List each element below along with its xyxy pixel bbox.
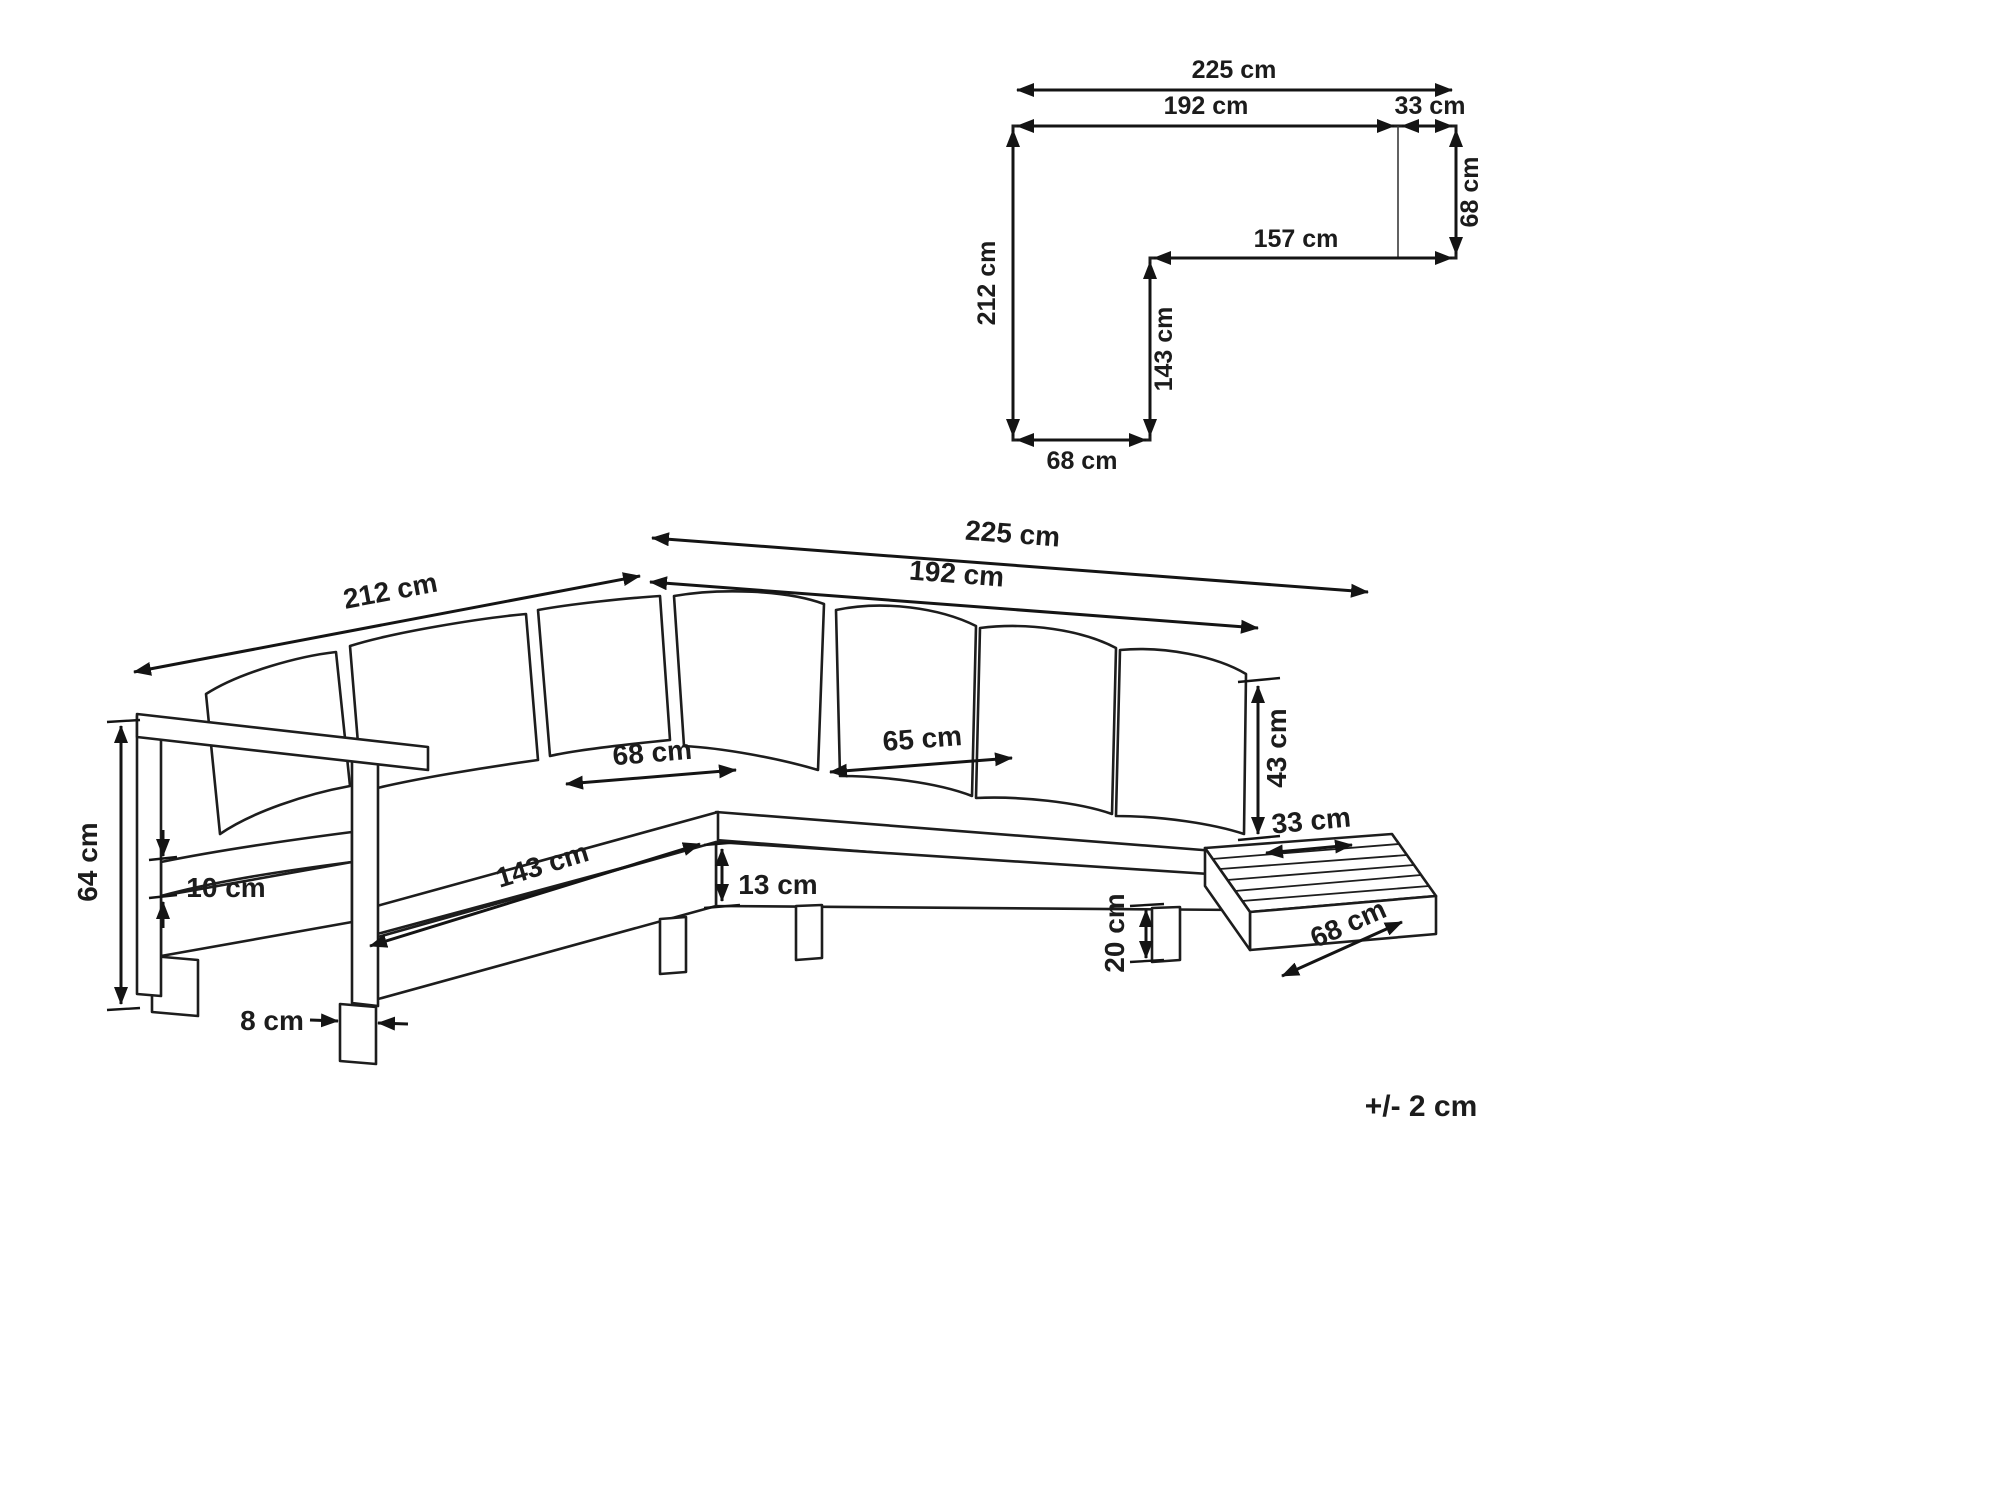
perspective-view: 225 cm 192 cm 212 cm 64 cm 10 cm 8 cm <box>72 515 1438 1066</box>
dim-seat-depth: 68 cm <box>565 734 737 790</box>
dim-cushion-thickness: 10 cm <box>148 830 266 928</box>
plan-dim-left-length: 212 cm <box>973 129 1020 437</box>
back-cushion-5 <box>974 624 1118 816</box>
sofa-leg-1 <box>658 915 688 976</box>
armrest-front-post <box>135 714 163 998</box>
plan-dim-seat-span: 192 cm <box>1016 92 1395 133</box>
plan-dim-right-depth-label: 68 cm <box>1456 157 1484 228</box>
dim-leg-width: 8 cm <box>240 1005 409 1036</box>
armrest-top-rail <box>135 712 430 772</box>
plan-dim-left-length-label: 212 cm <box>973 241 1001 326</box>
dim-frame-height-label: 13 cm <box>738 869 817 900</box>
dim-right-span-label: 192 cm <box>908 555 1005 593</box>
dim-leg-width-label: 8 cm <box>240 1005 304 1036</box>
dim-shelf-width: 33 cm <box>1265 801 1353 859</box>
dim-overall-height: 64 cm <box>72 718 141 1012</box>
plan-outline <box>1011 124 1458 442</box>
armrest-back-post <box>350 742 380 1008</box>
plan-dim-total-width-label: 225 cm <box>1192 56 1277 84</box>
plan-dim-inner-width: 157 cm <box>1153 225 1453 265</box>
corner-back-cushion <box>672 590 826 772</box>
dim-shelf-width-label: 33 cm <box>1270 801 1352 839</box>
end-shelf-slats <box>1211 843 1430 902</box>
plan-view: 225 cm 192 cm 33 cm 68 cm 157 cm 212 cm … <box>973 56 1484 475</box>
dim-seat-depth-label: 68 cm <box>611 734 693 771</box>
plan-dim-inner-length-label: 143 cm <box>1150 307 1178 392</box>
plan-dim-end-depth: 33 cm <box>1395 92 1466 133</box>
dim-shelf-leg-height: 20 cm <box>1099 893 1165 973</box>
dim-overall-height-label: 64 cm <box>72 822 103 901</box>
tolerance-note: +/- 2 cm <box>1365 1090 1478 1123</box>
dim-total-width: 225 cm <box>651 515 1369 598</box>
dim-total-width-label: 225 cm <box>964 515 1061 553</box>
plan-dim-seat-span-label: 192 cm <box>1164 92 1249 120</box>
plan-dim-total-width: 225 cm <box>1016 56 1453 97</box>
back-cushion-3 <box>536 594 672 758</box>
plan-dim-bottom-width: 68 cm <box>1016 433 1147 475</box>
sofa-leg-2 <box>794 903 824 962</box>
end-shelf-side <box>1203 846 1252 952</box>
armrest-back-foot <box>338 1002 378 1066</box>
sofa-leg-3 <box>1150 905 1182 964</box>
dim-back-cushion-width-label: 65 cm <box>881 720 963 757</box>
dim-right-span: 192 cm <box>649 555 1259 634</box>
dim-shelf-leg-height-label: 20 cm <box>1099 893 1130 972</box>
plan-dim-end-depth-label: 33 cm <box>1395 92 1466 120</box>
plan-dim-inner-width-label: 157 cm <box>1254 225 1339 253</box>
dim-cushion-thickness-label: 10 cm <box>186 872 265 903</box>
dim-back-cushion-height: 43 cm <box>1237 676 1292 842</box>
plan-dim-right-depth: 68 cm <box>1449 129 1484 255</box>
plan-dim-inner-length: 143 cm <box>1143 261 1178 437</box>
plan-dim-bottom-width-label: 68 cm <box>1047 447 1118 475</box>
back-cushion-6 <box>1114 647 1248 836</box>
dim-back-cushion-height-label: 43 cm <box>1261 708 1292 787</box>
dim-frame-height: 13 cm <box>703 840 818 910</box>
dim-back-cushion-width: 65 cm <box>829 720 1013 778</box>
